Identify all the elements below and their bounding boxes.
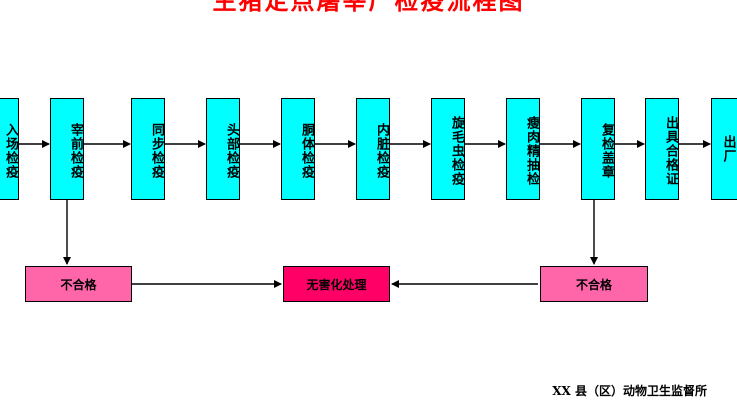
fail-box-right: 不合格 (540, 266, 648, 302)
fail-box-left: 不合格 (25, 266, 132, 302)
process-step-10: 出具合格证 (645, 98, 679, 200)
process-step-6: 内脏检疫 (356, 98, 390, 200)
process-step-3: 同步检疫 (131, 98, 165, 200)
process-step-5: 胴体检疫 (281, 98, 315, 200)
process-step-11: 出厂 (711, 98, 737, 200)
page-title: 生猪定点屠宰厂检疫流程图 (212, 0, 525, 15)
footer-organization: XX 县（区）动物卫生监督所 (552, 384, 707, 398)
process-step-4: 头部检疫 (206, 98, 240, 200)
process-step-8: 瘦肉精抽检 (506, 98, 540, 200)
process-step-7: 旋毛虫检疫 (431, 98, 465, 200)
process-step-9: 复检盖章 (581, 98, 615, 200)
process-step-2: 宰前检疫 (50, 98, 84, 200)
treatment-box: 无害化处理 (283, 266, 390, 302)
process-step-1: 入场检疫 (0, 98, 19, 200)
